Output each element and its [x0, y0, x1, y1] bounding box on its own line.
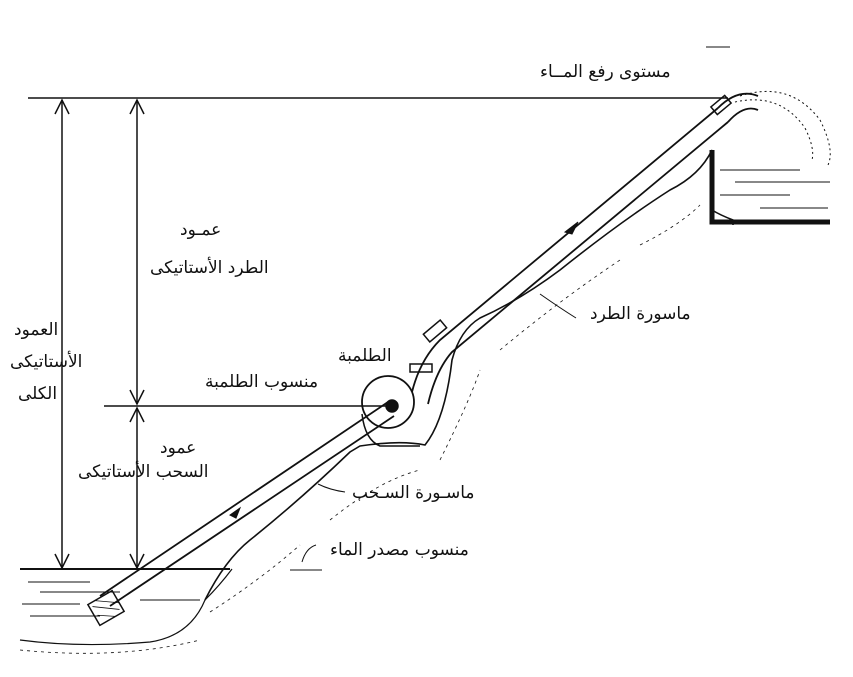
discharge-head-label-1: عمـود	[180, 220, 222, 240]
hillside-profile	[204, 149, 734, 601]
pump-level-label: منسوب الطلمبة	[205, 372, 319, 392]
total-head-label-2: الأستاتيكى	[10, 352, 83, 372]
total-head-label-1: العمود	[14, 320, 59, 340]
upper-tank	[709, 150, 830, 225]
foot-valve-strainer	[86, 589, 126, 627]
pump-drawing	[361, 375, 415, 429]
pump-label: الطلمبة	[338, 346, 392, 366]
suction-head-label-1: عمود	[160, 438, 197, 458]
discharge-pipe-drawing	[411, 107, 729, 405]
total-head-label-3: الكلى	[18, 384, 58, 404]
suction-head-label-2: السحب الأستاتيكى	[78, 462, 209, 482]
discharge-pipe-label: ماسورة الطرد	[590, 304, 691, 324]
suction-pipe-label: ماسـورة السـحب	[352, 483, 475, 503]
discharge-head-label-2: الطرد الأستاتيكى	[150, 258, 269, 278]
suction-pipe-drawing	[99, 401, 395, 607]
delivery-level-label: مستوى رفع المــاء	[540, 62, 671, 82]
source-water-level-label: منسوب مصدر الماء	[330, 540, 469, 560]
